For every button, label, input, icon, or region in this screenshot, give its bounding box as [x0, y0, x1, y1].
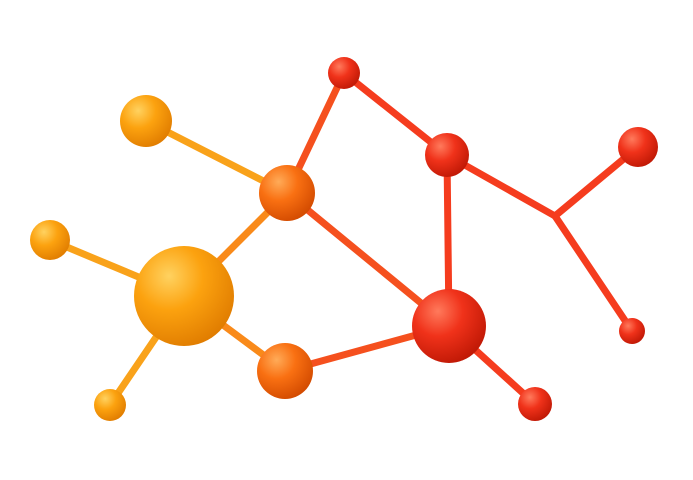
atom-red-bottom	[518, 387, 552, 421]
atom-red-top	[328, 57, 360, 89]
atoms	[30, 57, 658, 421]
atom-yellow-top	[120, 95, 172, 147]
atom-red-large	[412, 289, 486, 363]
bond-13	[551, 212, 636, 335]
atom-red-right-bottom	[619, 318, 645, 344]
atom-yellow-bottom	[94, 389, 126, 421]
atom-red-right-top	[618, 127, 658, 167]
atom-orange-center	[259, 165, 315, 221]
atom-red-mid	[425, 133, 469, 177]
atom-orange-bottom	[257, 343, 313, 399]
atom-yellow-left	[30, 220, 70, 260]
atom-yellow-large	[134, 246, 234, 346]
